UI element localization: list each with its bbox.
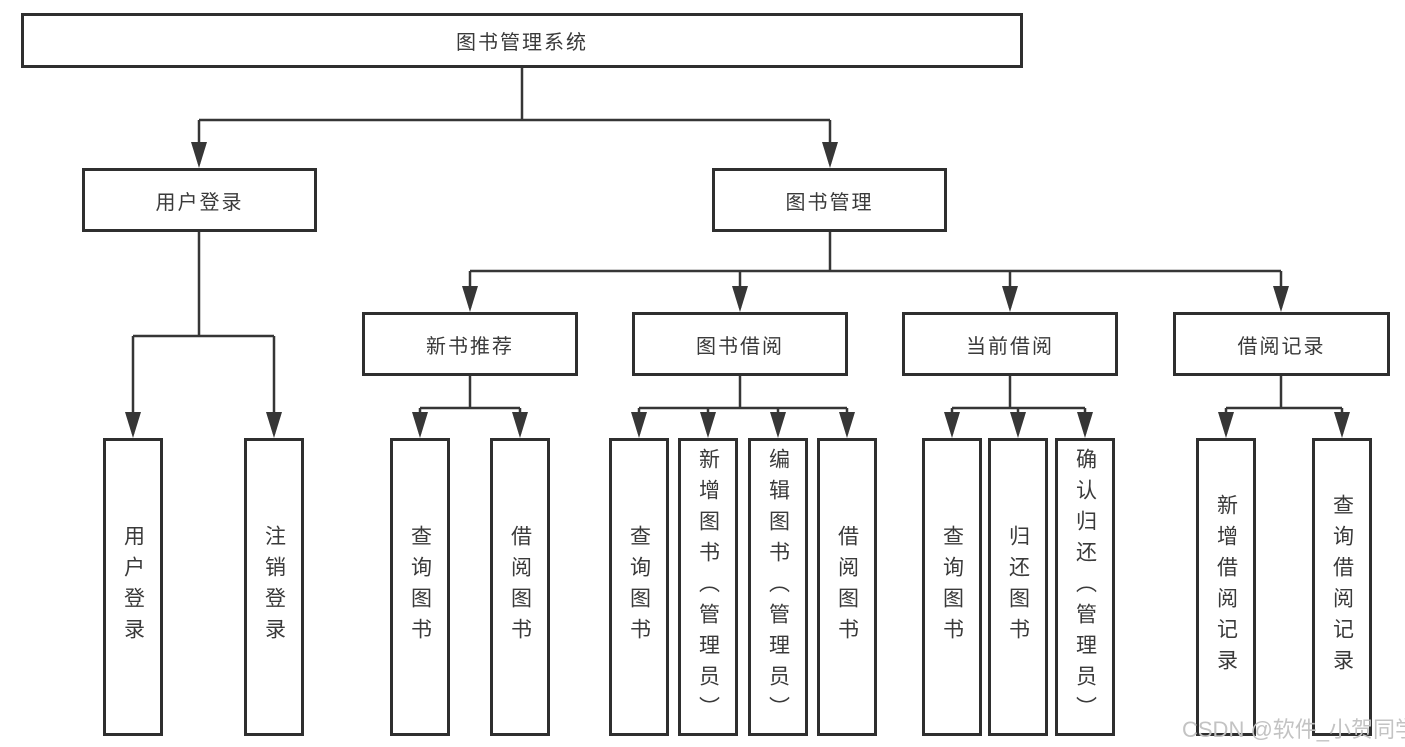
- node-current-borrow-label: 当前借阅: [966, 335, 1054, 358]
- node-root: 图书管理系统: [21, 13, 1023, 68]
- node-user-login-label: 用户登录: [155, 191, 244, 214]
- arrowhead: [822, 142, 838, 168]
- node-current-borrow: 当前借阅: [902, 312, 1118, 376]
- arrowhead: [732, 286, 748, 312]
- arrowhead: [191, 142, 207, 168]
- leaf-bb-edit-book-admin-label: 编辑图书（管理员）: [766, 447, 790, 727]
- arrowhead: [839, 412, 855, 438]
- arrowhead: [462, 286, 478, 312]
- arrowhead: [1273, 286, 1289, 312]
- node-book-borrow: 图书借阅: [632, 312, 848, 376]
- arrowhead: [1077, 412, 1093, 438]
- leaf-user-login-label: 用户登录: [121, 525, 145, 649]
- leaf-nbr-query-book: 查询图书: [390, 438, 450, 736]
- leaf-logout-label: 注销登录: [262, 525, 286, 649]
- arrowhead: [266, 412, 282, 438]
- leaf-cb-query-book: 查询图书: [922, 438, 982, 736]
- arrowhead: [412, 412, 428, 438]
- edges-book-mgmt-to-level3: [462, 232, 1289, 312]
- leaf-cb-confirm-return-admin: 确认归还（管理员）: [1055, 438, 1115, 736]
- node-book-mgmt: 图书管理: [712, 168, 947, 232]
- leaf-nbr-borrow-book-label: 借阅图书: [508, 525, 532, 649]
- arrowhead: [125, 412, 141, 438]
- node-user-login: 用户登录: [82, 168, 317, 232]
- leaf-bb-query-book: 查询图书: [609, 438, 669, 736]
- leaf-cb-return-book: 归还图书: [988, 438, 1048, 736]
- leaf-bb-add-book-admin: 新增图书（管理员）: [678, 438, 738, 736]
- arrowhead: [770, 412, 786, 438]
- leaf-bb-query-book-label: 查询图书: [627, 525, 651, 649]
- edges-book-borrow: [631, 376, 855, 438]
- arrowhead: [700, 412, 716, 438]
- node-borrow-record-label: 借阅记录: [1237, 335, 1326, 358]
- watermark: CSDN @软件_小贺同学: [1182, 717, 1405, 742]
- edges-root-to-level2: [191, 68, 838, 168]
- arrowhead: [1334, 412, 1350, 438]
- leaf-nbr-query-book-label: 查询图书: [408, 525, 432, 649]
- leaf-bb-add-book-admin-label: 新增图书（管理员）: [696, 447, 720, 727]
- leaf-cb-return-book-label: 归还图书: [1006, 525, 1030, 649]
- leaf-br-add-record-label: 新增借阅记录: [1214, 494, 1238, 680]
- node-book-borrow-label: 图书借阅: [696, 335, 784, 358]
- leaf-br-query-record: 查询借阅记录: [1312, 438, 1372, 736]
- node-borrow-record: 借阅记录: [1173, 312, 1390, 376]
- edges-new-book-rec: [412, 376, 528, 438]
- leaf-cb-query-book-label: 查询图书: [940, 525, 964, 649]
- leaf-bb-borrow-book: 借阅图书: [817, 438, 877, 736]
- leaf-user-login: 用户登录: [103, 438, 163, 736]
- node-new-book-rec-label: 新书推荐: [426, 335, 514, 358]
- arrowhead: [512, 412, 528, 438]
- leaf-bb-edit-book-admin: 编辑图书（管理员）: [748, 438, 808, 736]
- node-new-book-rec: 新书推荐: [362, 312, 578, 376]
- arrowhead: [1002, 286, 1018, 312]
- edges-user-login-to-leaves: [125, 232, 282, 438]
- arrowhead: [631, 412, 647, 438]
- leaf-logout: 注销登录: [244, 438, 304, 736]
- edges-borrow-record: [1218, 376, 1350, 438]
- leaf-cb-confirm-return-admin-label: 确认归还（管理员）: [1073, 447, 1097, 727]
- node-book-mgmt-label: 图书管理: [785, 191, 874, 214]
- arrowhead: [1010, 412, 1026, 438]
- leaf-br-add-record: 新增借阅记录: [1196, 438, 1256, 736]
- arrowhead: [944, 412, 960, 438]
- edges-current-borrow: [944, 376, 1093, 438]
- arrowhead: [1218, 412, 1234, 438]
- node-root-label: 图书管理系统: [456, 32, 588, 54]
- leaf-nbr-borrow-book: 借阅图书: [490, 438, 550, 736]
- leaf-br-query-record-label: 查询借阅记录: [1330, 494, 1354, 680]
- leaf-bb-borrow-book-label: 借阅图书: [835, 525, 859, 649]
